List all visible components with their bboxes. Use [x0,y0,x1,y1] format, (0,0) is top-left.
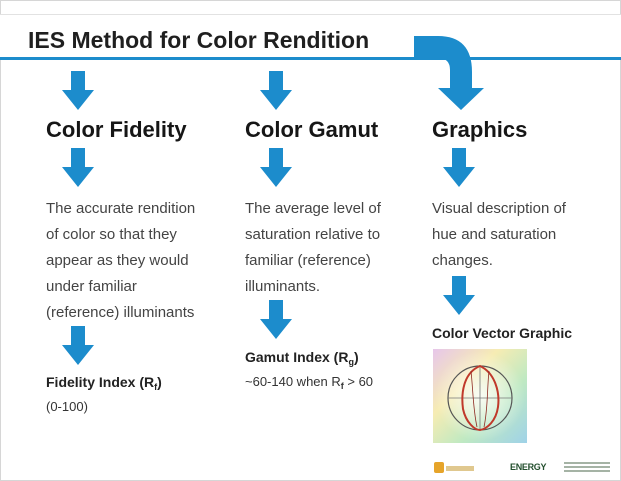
description-line: The average level of [245,200,381,217]
partner-logo [434,462,474,474]
description-line: familiar (reference) [245,252,371,269]
description-color-fidelity: The accurate rendition of color so that … [46,196,195,326]
index-subscript: g [348,357,354,367]
description-line: The accurate rendition [46,200,196,217]
index-label-text: Gamut Index ( [245,349,339,365]
heading-graphics: Graphics [432,117,528,142]
description-line: hue and saturation [432,226,557,243]
range-prefix: ~60-140 when [245,374,332,389]
energy-logo: ENERGY [510,462,547,472]
logo-text-line [564,462,610,464]
heading-color-fidelity: Color Fidelity [46,117,187,142]
index-label-suffix: ) [157,374,162,390]
gamut-index-label: Gamut Index (Rg) [245,349,359,367]
heading-color-gamut: Color Gamut [245,117,379,142]
index-symbol: R [338,349,349,365]
logo-text-line [564,470,610,472]
index-label-text: Fidelity Index ( [46,374,145,390]
logo-wordmark [446,466,474,471]
color-vector-graphic-label: Color Vector Graphic [432,325,573,341]
description-line: appear as they would [46,252,189,269]
logo-text-line [564,466,610,468]
description-line: changes. [432,252,493,269]
index-subscript: f [154,382,158,392]
description-color-gamut: The average level of saturation relative… [245,196,381,300]
color-vector-graphic [433,349,527,443]
description-line: (reference) illuminants [46,304,195,321]
fidelity-index-range: (0-100) [46,399,88,414]
index-label-suffix: ) [353,349,359,365]
description-line: under familiar [46,278,137,295]
logo-mark [434,462,444,473]
range-suffix: > 60 [343,374,374,389]
slide-title: IES Method for Color Rendition [28,27,370,53]
description-graphics: Visual description of hue and saturation… [432,196,566,274]
color-vector-graphic-plot [447,364,513,432]
title-band: IES Method for Color Rendition [0,14,621,62]
range-symbol: R [331,374,341,389]
description-line: illuminants. [245,278,321,295]
description-line: of color so that they [46,226,177,243]
range-subscript: f [340,381,344,391]
fidelity-index-label: Fidelity Index (Rf) [46,374,162,392]
description-line: saturation relative to [245,226,381,243]
title-bar: IES Method for Color Rendition [0,14,621,60]
description-line: Visual description of [432,200,566,217]
gamut-index-range: ~60-140 when Rf > 60 [245,374,373,391]
index-symbol: R [144,374,155,390]
program-logo [564,462,610,474]
